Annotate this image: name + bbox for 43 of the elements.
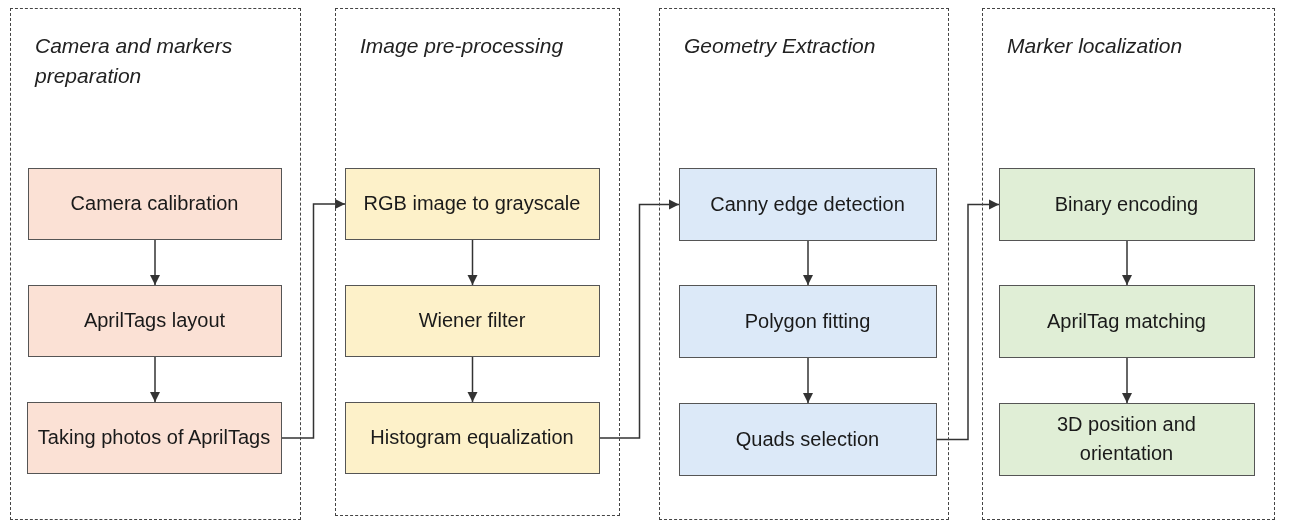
process-box: [27, 284, 282, 357]
box-label: Polygon fitting: [744, 308, 871, 334]
process-box: [678, 402, 937, 476]
process-box: [998, 167, 1255, 241]
arrow: [467, 356, 478, 403]
group-heading: Marker localization: [1007, 33, 1184, 59]
process-box: [26, 401, 282, 474]
box-label: AprilTag matching: [1047, 308, 1206, 334]
arrow: [802, 240, 814, 286]
box-label: RGB image to grayscale: [363, 191, 581, 216]
process-box: [27, 167, 282, 240]
arrow: [1121, 357, 1133, 404]
box-label: Canny edge detection: [710, 191, 905, 217]
arrow: [936, 199, 1000, 441]
stage-group-frame: [659, 8, 949, 520]
process-box: [678, 167, 937, 241]
box-label: Quads selection: [735, 426, 880, 452]
process-box: [344, 284, 600, 357]
group-heading: Geometry Extraction: [684, 33, 877, 59]
process-box: [344, 167, 600, 240]
stage-group-frame: [982, 8, 1275, 520]
arrow: [281, 198, 346, 439]
box-label: Taking photos of AprilTags: [37, 425, 271, 450]
box-label: Histogram equalization: [370, 425, 574, 450]
arrow: [149, 239, 161, 286]
arrow: [599, 199, 680, 439]
group-heading: Image pre-processing: [360, 33, 565, 59]
box-label: Binary encoding: [1054, 191, 1199, 217]
process-box: [344, 401, 600, 474]
arrow: [467, 239, 478, 286]
process-box: [998, 284, 1255, 358]
process-box: [678, 284, 937, 358]
stage-group-frame: [10, 8, 301, 520]
stage-group-frame: [335, 8, 620, 516]
arrow: [1121, 240, 1133, 286]
process-box: [998, 402, 1255, 476]
box-label: Camera calibration: [70, 191, 239, 216]
arrow: [802, 357, 814, 404]
arrow: [149, 356, 161, 403]
box-label: 3D position and orientation: [1056, 412, 1197, 466]
box-label: Wiener filter: [418, 308, 526, 333]
box-label: AprilTags layout: [83, 308, 226, 333]
group-heading: Camera and markers preparation: [35, 33, 234, 89]
